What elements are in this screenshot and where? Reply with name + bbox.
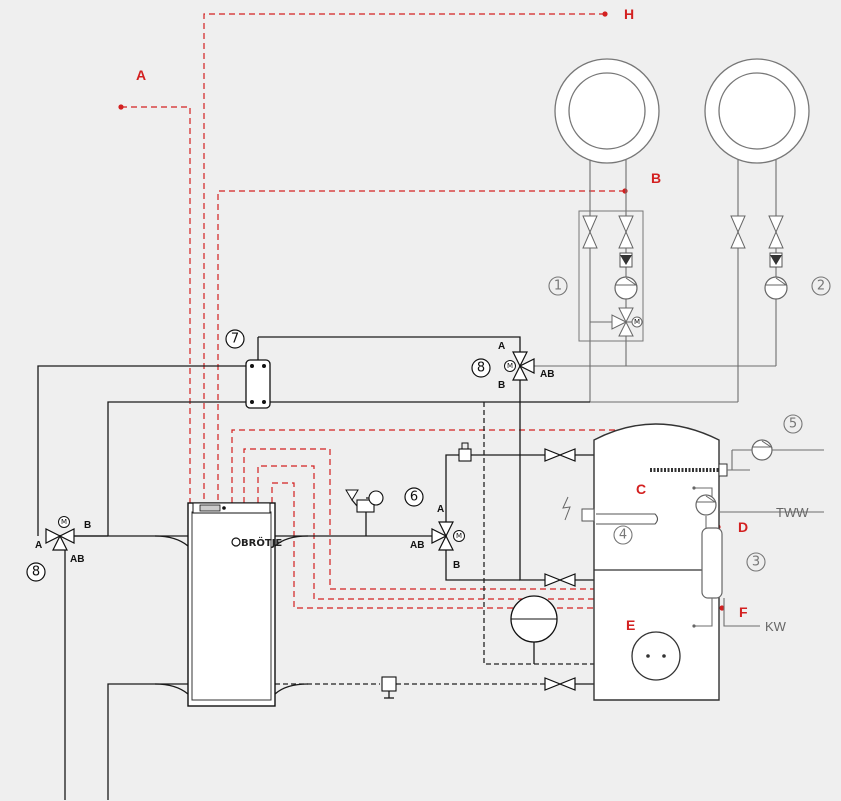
- valve-8-left-motor: M: [61, 518, 67, 526]
- valve-8-left-port-ab: AB: [70, 554, 84, 565]
- return-filter: [381, 676, 397, 699]
- heating-circuit-2: [704, 58, 810, 402]
- motor-label: M: [634, 318, 640, 326]
- expansion-vessel: [510, 595, 558, 643]
- label-5-ring: [783, 414, 803, 434]
- boiler: BRÖTJE: [187, 502, 282, 707]
- dhw-connections: [692, 439, 824, 628]
- label-8-upper: 8: [477, 361, 485, 376]
- storage-tank: 4: [562, 423, 728, 701]
- label-kw: KW: [765, 619, 787, 634]
- storage-valves: [544, 448, 576, 691]
- sensor-line-f: [271, 482, 722, 609]
- label-5: 5: [789, 417, 797, 432]
- valve-6-port-a: A: [437, 504, 444, 515]
- label-2: 2: [817, 279, 825, 294]
- label-a: A: [136, 67, 146, 83]
- label-tww: TWW: [776, 505, 809, 520]
- valve-6-port-ab: AB: [410, 540, 424, 551]
- label-1-ring: [548, 276, 568, 296]
- sensor-dot-h: [602, 11, 608, 17]
- safety-valve-group: [345, 489, 384, 513]
- label-f: F: [739, 604, 748, 620]
- label-3-ring: [746, 552, 766, 572]
- sensor-dot-a: [118, 104, 124, 110]
- sensor-dot-b: [622, 188, 628, 194]
- valve-8-upper-port-b: B: [498, 380, 505, 391]
- heating-circuit-1: M: [554, 58, 660, 402]
- label-h: H: [624, 6, 634, 22]
- label-b: B: [651, 170, 661, 186]
- valve-8-left-port-b: B: [84, 520, 91, 531]
- sensor-line-d: [243, 448, 719, 590]
- three-way-valve-left: M A B AB 8: [26, 516, 108, 582]
- boiler-brand: BRÖTJE: [241, 535, 282, 549]
- label-8-left: 8: [32, 565, 40, 580]
- valve-8-upper-port-a: A: [498, 341, 505, 352]
- label-e: E: [626, 617, 635, 633]
- label-c: C: [636, 481, 646, 497]
- label-3: 3: [752, 555, 760, 570]
- label-2-ring: [811, 276, 831, 296]
- three-way-valve-6: M A AB B 6: [404, 487, 465, 571]
- boiler-connectors: [154, 535, 309, 695]
- label-4: 4: [619, 528, 627, 543]
- label-7: 7: [231, 332, 239, 347]
- label-d: D: [738, 519, 748, 535]
- valve-8-upper-port-ab: AB: [540, 369, 554, 380]
- label-1: 1: [554, 279, 562, 294]
- hydraulic-separator: 7: [225, 329, 271, 409]
- valve-8-upper-motor: M: [507, 362, 513, 370]
- sensor-dot-f: [719, 605, 725, 611]
- sensor-line-e: [257, 465, 652, 600]
- sensor-line-h: [203, 13, 605, 503]
- valve-8-left-port-a: A: [35, 540, 42, 551]
- sensor-line-a: [121, 106, 191, 503]
- valve-6-port-b: B: [453, 560, 460, 571]
- air-vent: [458, 442, 472, 462]
- sensor-line-b: [217, 190, 625, 503]
- three-way-valve-upper: M A B AB 8: [471, 341, 554, 391]
- valve-6-motor: M: [456, 532, 462, 540]
- label-6: 6: [410, 490, 418, 505]
